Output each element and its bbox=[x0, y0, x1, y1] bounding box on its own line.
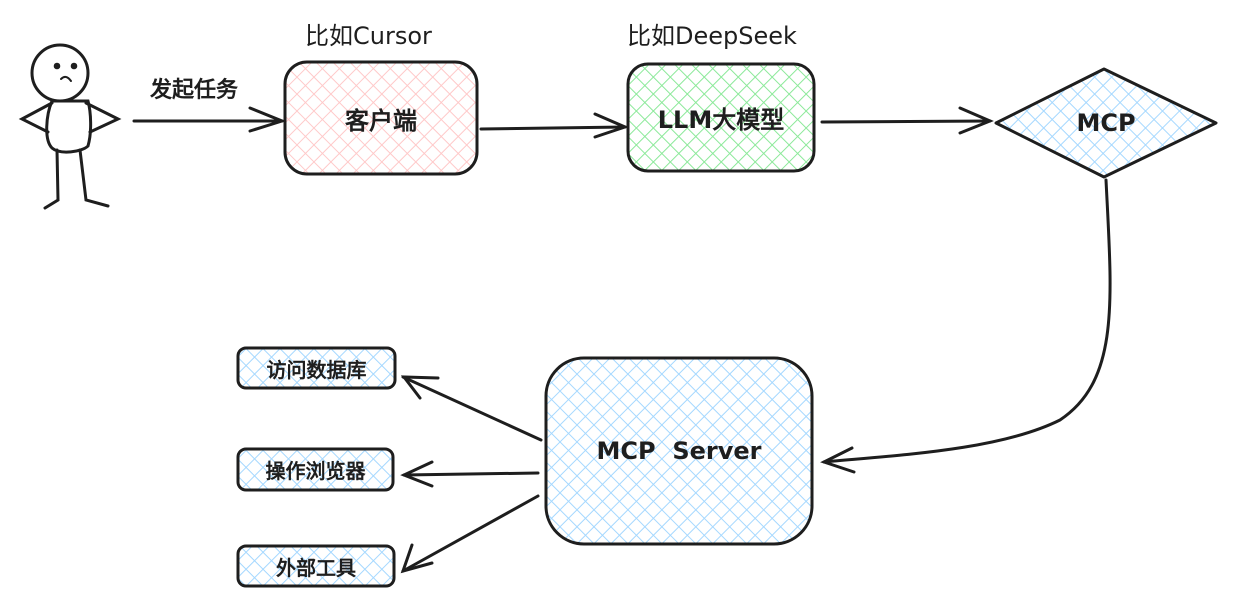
arrow-llm-to-mcp bbox=[820, 106, 994, 135]
tool-label-external: 外部工具 bbox=[276, 555, 356, 580]
mcp-label: MCP bbox=[1076, 109, 1136, 137]
edge-label-start-task: 发起任务 bbox=[150, 78, 239, 103]
mcp-server-node[interactable] bbox=[544, 356, 814, 546]
client-caption: 比如Cursor bbox=[305, 22, 432, 50]
arrow-mcp-to-server bbox=[820, 178, 1112, 474]
arrow-user-to-client bbox=[132, 106, 287, 133]
arrow-client-to-llm bbox=[479, 112, 630, 139]
client-node[interactable] bbox=[283, 60, 479, 176]
tool-node-external[interactable] bbox=[236, 544, 396, 588]
llm-node[interactable] bbox=[626, 62, 816, 173]
client-label: 客户端 bbox=[345, 106, 417, 135]
tool-node-database[interactable] bbox=[236, 346, 397, 390]
llm-label: LLM大模型 bbox=[657, 106, 785, 134]
stick-figure-user-icon bbox=[18, 43, 122, 210]
mcp-server-label: MCP Server bbox=[596, 437, 762, 465]
tool-node-browser[interactable] bbox=[236, 447, 395, 492]
arrow-server-to-browser bbox=[400, 460, 540, 488]
tool-label-browser: 操作浏览器 bbox=[265, 459, 366, 483]
arrow-server-to-database bbox=[400, 375, 543, 442]
llm-caption: 比如DeepSeek bbox=[627, 22, 797, 50]
tool-label-database: 访问数据库 bbox=[266, 357, 367, 382]
arrow-server-to-external bbox=[400, 494, 540, 574]
mcp-node[interactable] bbox=[994, 67, 1218, 179]
